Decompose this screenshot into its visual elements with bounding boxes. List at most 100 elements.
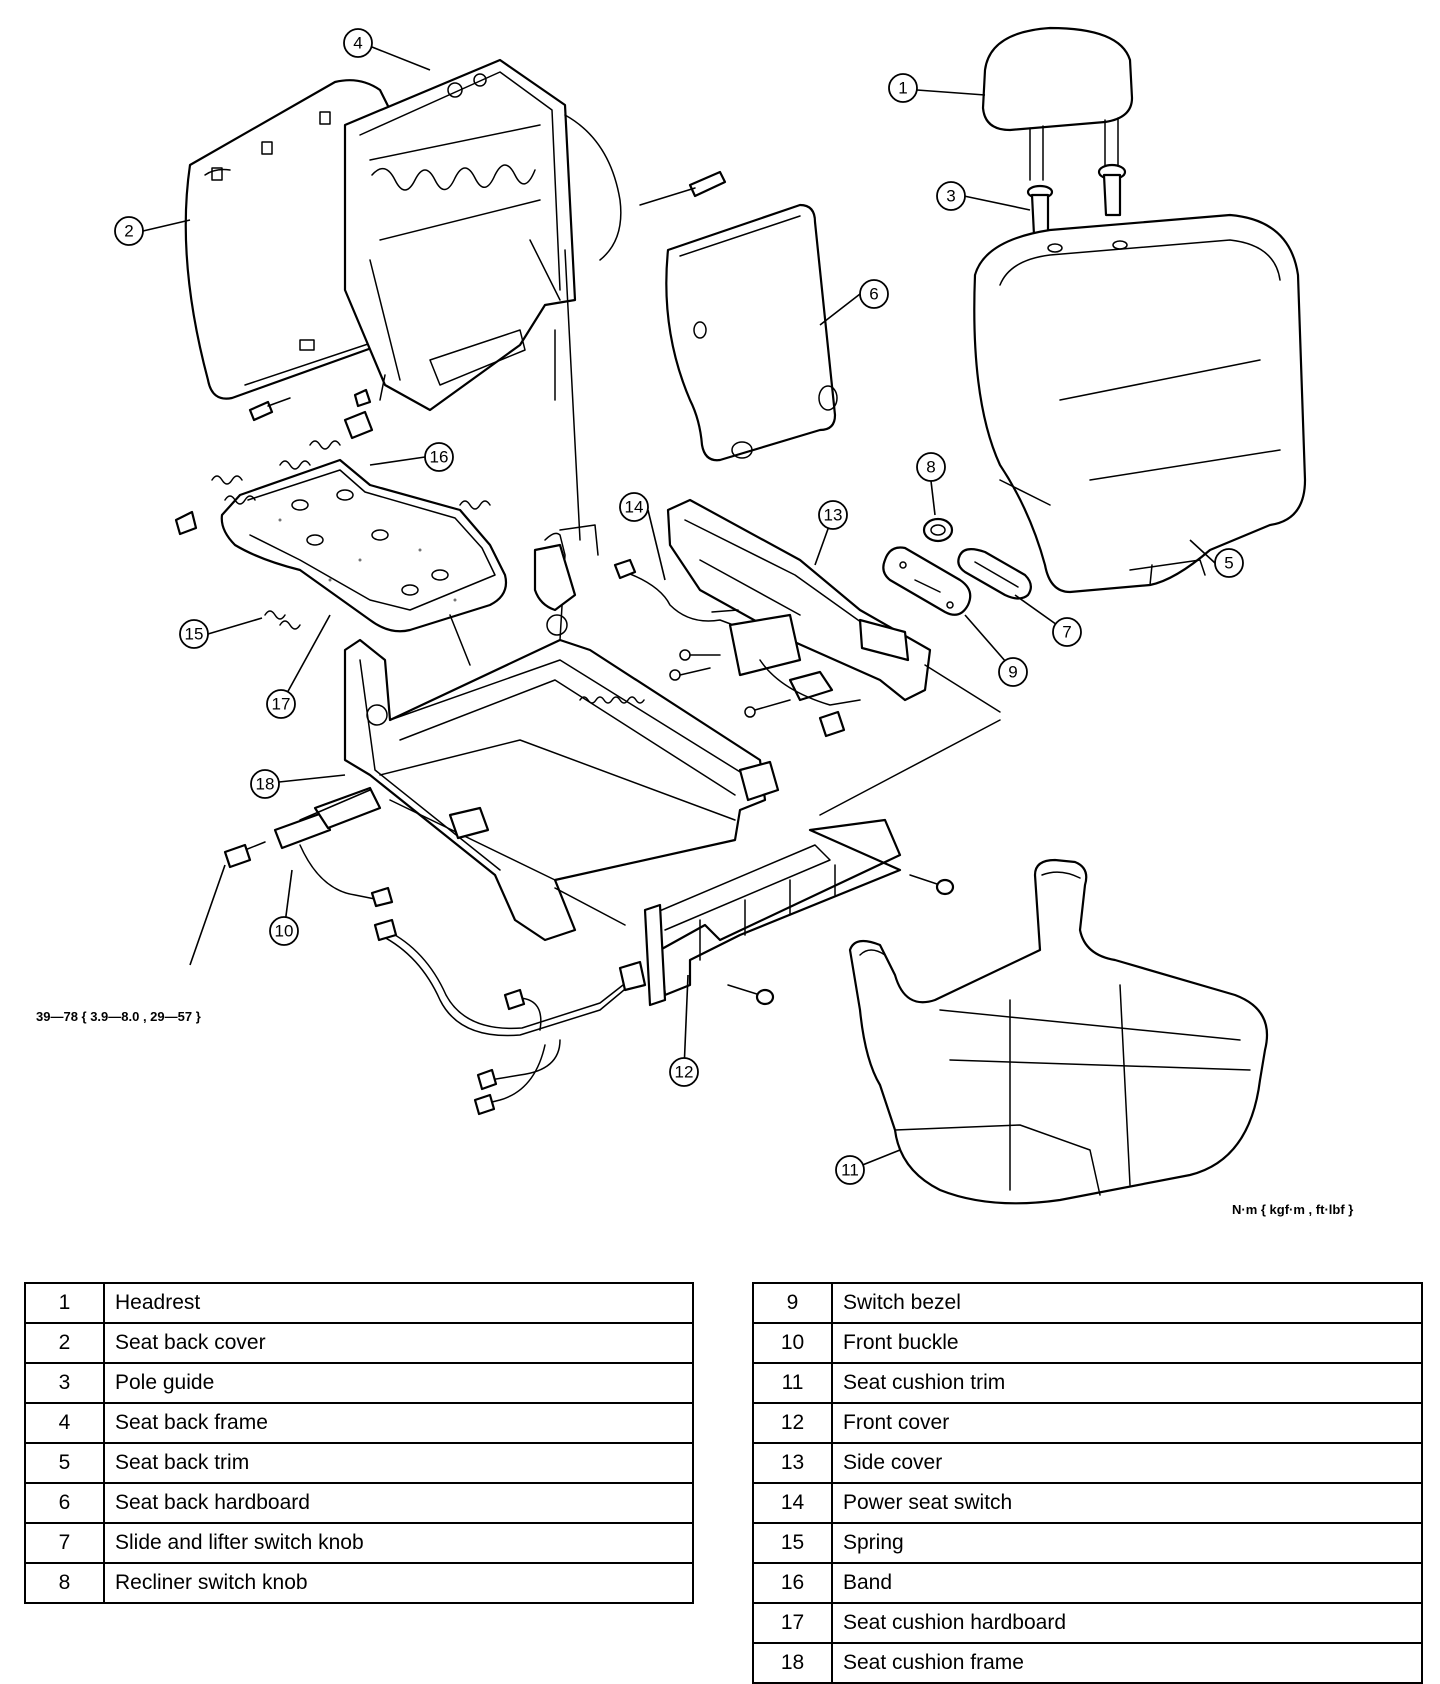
callout-6: 6 (859, 279, 889, 309)
svg-text:9: 9 (1008, 663, 1017, 682)
part-number: 15 (752, 1522, 833, 1564)
bolt-drawing (639, 170, 727, 206)
callout-13: 13 (818, 500, 848, 530)
part-number: 6 (24, 1482, 105, 1524)
front-cover-drawing (643, 818, 902, 1007)
callout-1: 1 (888, 73, 918, 103)
screw-drawing (727, 874, 955, 1006)
callout-4: 4 (343, 28, 373, 58)
slide-lifter-switch-knob-drawing (957, 548, 1032, 600)
callout-2: 2 (114, 216, 144, 246)
wiring-harness-drawing (373, 918, 647, 1116)
part-name: Seat cushion frame (831, 1642, 1423, 1684)
leader-lines (142, 46, 1216, 1171)
part-name: Recliner switch knob (103, 1562, 694, 1604)
torque-spec: 39—78 { 3.9—8.0 , 29—57 } (36, 1009, 201, 1024)
part-name: Headrest (103, 1282, 694, 1324)
switch-bezel-drawing (882, 546, 972, 616)
part-number: 18 (752, 1642, 833, 1684)
part-number: 10 (752, 1322, 833, 1364)
part-name: Slide and lifter switch knob (103, 1522, 694, 1564)
unit-note: N·m { kgf·m , ft·lbf } (1232, 1202, 1354, 1217)
callout-5: 5 (1214, 548, 1244, 578)
seat-back-hardboard-drawing (665, 203, 838, 462)
callout-17: 17 (266, 689, 296, 719)
bolt-drawing (248, 397, 291, 422)
svg-text:13: 13 (824, 506, 843, 525)
part-name: Front buckle (831, 1322, 1423, 1364)
seat-back-trim-drawing (973, 213, 1307, 594)
part-name: Switch bezel (831, 1282, 1423, 1324)
svg-text:1: 1 (898, 79, 907, 98)
callout-16: 16 (424, 442, 454, 472)
part-number: 4 (24, 1402, 105, 1444)
svg-text:14: 14 (625, 498, 644, 517)
seat-cushion-frame-drawing (343, 532, 780, 942)
part-number: 11 (752, 1362, 833, 1404)
part-number: 2 (24, 1322, 105, 1364)
callout-10: 10 (269, 916, 299, 946)
callout-8: 8 (916, 452, 946, 482)
part-number: 9 (752, 1282, 833, 1324)
side-cover-drawing (666, 498, 932, 702)
power-seat-switch-drawing (613, 558, 861, 738)
callout-18: 18 (250, 769, 280, 799)
svg-text:10: 10 (275, 922, 294, 941)
exploded-seat-diagram: 1 2 3 4 5 6 7 8 9 10 11 12 (114, 26, 1307, 1205)
seat-cushion-hardboard-drawing (220, 458, 508, 633)
part-number: 3 (24, 1362, 105, 1404)
svg-text:15: 15 (185, 625, 204, 644)
part-name: Power seat switch (831, 1482, 1423, 1524)
seat-back-cover-drawing (184, 79, 397, 400)
svg-text:5: 5 (1224, 554, 1233, 573)
part-name: Side cover (831, 1442, 1423, 1484)
seat-cushion-trim-drawing (848, 858, 1269, 1205)
callout-14: 14 (619, 492, 649, 522)
svg-text:11: 11 (841, 1161, 859, 1180)
part-name: Seat back hardboard (103, 1482, 694, 1524)
part-name: Seat back cover (103, 1322, 694, 1364)
part-number: 8 (24, 1562, 105, 1604)
svg-text:16: 16 (430, 448, 449, 467)
part-name: Seat back frame (103, 1402, 694, 1444)
svg-text:17: 17 (272, 695, 291, 714)
band-drawing (174, 388, 374, 536)
recliner-switch-knob-drawing (922, 517, 954, 543)
assembly-guide-lines (299, 249, 1001, 926)
callout-11: 11 (835, 1155, 865, 1185)
part-number: 1 (24, 1282, 105, 1324)
svg-text:7: 7 (1062, 623, 1071, 642)
part-number: 7 (24, 1522, 105, 1564)
svg-text:3: 3 (946, 187, 955, 206)
part-name: Seat cushion hardboard (831, 1602, 1423, 1644)
svg-text:12: 12 (675, 1063, 694, 1082)
callout-12: 12 (669, 1057, 699, 1087)
part-number: 14 (752, 1482, 833, 1524)
part-name: Band (831, 1562, 1423, 1604)
part-number: 5 (24, 1442, 105, 1484)
part-name: Seat cushion trim (831, 1362, 1423, 1404)
callout-3: 3 (936, 181, 966, 211)
headrest-drawing (981, 26, 1134, 181)
part-name: Seat back trim (103, 1442, 694, 1484)
part-number: 16 (752, 1562, 833, 1604)
svg-text:6: 6 (869, 285, 878, 304)
svg-text:8: 8 (926, 458, 935, 477)
part-name: Pole guide (103, 1362, 694, 1404)
callout-7: 7 (1052, 617, 1082, 647)
